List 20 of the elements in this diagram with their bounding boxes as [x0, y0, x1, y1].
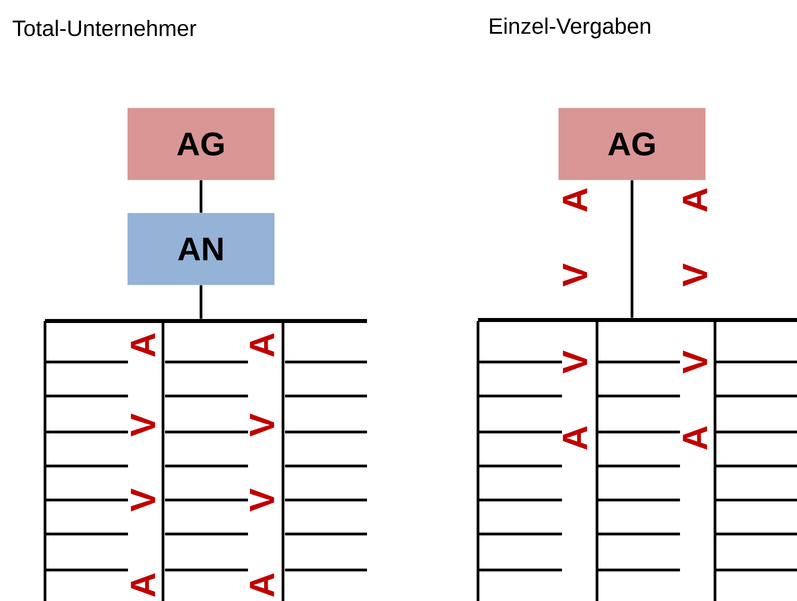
rotated-letter: V — [682, 264, 708, 286]
rotated-letter: A — [130, 333, 156, 357]
rotated-letter: A — [250, 573, 274, 597]
role-box: AG — [558, 108, 706, 180]
rotated-letter: A — [250, 333, 274, 357]
rotated-letter: V — [130, 488, 156, 512]
rotated-letter: V — [250, 414, 274, 436]
role-box: AN — [128, 213, 274, 285]
panel-heading: Einzel-Vergaben — [490, 18, 650, 38]
rotated-letter: A — [562, 426, 588, 450]
rotated-letter: V — [250, 488, 274, 512]
connector-line — [200, 180, 202, 213]
panel-heading: Total-Unternehmer — [12, 20, 196, 36]
rotated-letter: A — [682, 426, 708, 450]
connector-line — [200, 285, 202, 319]
connector-line — [630, 180, 634, 318]
rotated-letter: V — [562, 264, 588, 286]
role-box: AG — [128, 108, 274, 180]
rotated-letter: A — [130, 573, 156, 597]
rotated-letter: V — [130, 414, 156, 436]
